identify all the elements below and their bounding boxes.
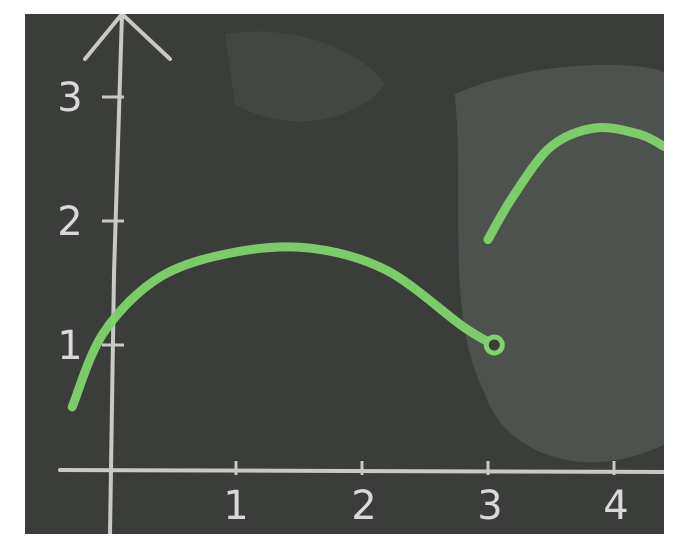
- chalk-curve-segment-1: [67, 242, 499, 412]
- x-tick-label: 1: [223, 483, 248, 529]
- chalkboard: 1 2 3 4 1 2 3: [25, 14, 664, 534]
- chalk-smudge: [225, 31, 385, 122]
- chalk-graph: 1 2 3 4 1 2 3: [57, 14, 664, 534]
- curve-point: [662, 145, 664, 149]
- curve-point: [310, 246, 314, 250]
- curve-point: [234, 250, 238, 254]
- curve-point: [486, 238, 490, 242]
- open-endpoint-circle: [483, 334, 505, 356]
- curve-point: [593, 126, 597, 130]
- curve-point: [385, 269, 389, 273]
- curve-point: [461, 324, 465, 328]
- x-tick-label: 3: [477, 483, 502, 529]
- chalk-curve-segment-2: [483, 123, 664, 245]
- curve-point: [102, 331, 106, 335]
- curve-point: [549, 145, 553, 149]
- curve-point: [511, 194, 515, 198]
- curve-point: [70, 405, 74, 409]
- y-tick-label: 3: [57, 75, 82, 121]
- y-axis: [108, 14, 124, 534]
- y-tick-label: 1: [57, 323, 82, 369]
- y-axis-arrow: [83, 14, 172, 61]
- x-tick-label: 4: [603, 483, 628, 529]
- curve-point: [637, 132, 641, 136]
- x-tick-label: 2: [351, 483, 376, 529]
- chalk-smudge: [455, 65, 664, 463]
- y-tick-label: 2: [57, 199, 82, 245]
- curve-point: [158, 275, 162, 279]
